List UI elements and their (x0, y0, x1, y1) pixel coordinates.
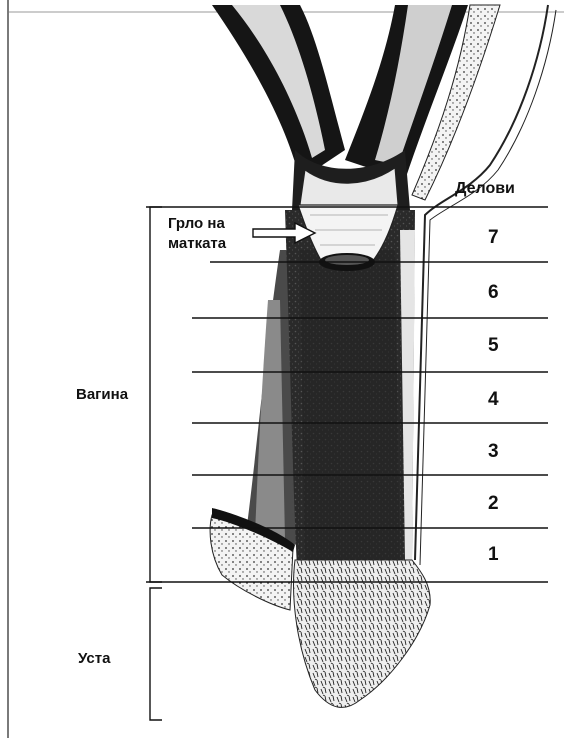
part-number-4: 4 (488, 389, 499, 410)
anatomical-illustration (210, 5, 556, 707)
mouth-label: Уста (78, 650, 111, 667)
part-number-1: 1 (488, 544, 499, 565)
mouth-bracket (150, 588, 162, 720)
cervix-label-line1: Грло на (168, 215, 225, 232)
vagina-label: Вагина (76, 386, 129, 403)
vagina-bracket (150, 207, 162, 582)
part-number-3: 3 (488, 441, 499, 462)
part-number-7: 7 (488, 227, 499, 248)
part-number-5: 5 (488, 335, 499, 356)
cervix-label-line2: матката (168, 235, 227, 252)
parts-header: Делови (455, 180, 515, 197)
part-number-2: 2 (488, 493, 499, 514)
part-number-6: 6 (488, 282, 499, 303)
